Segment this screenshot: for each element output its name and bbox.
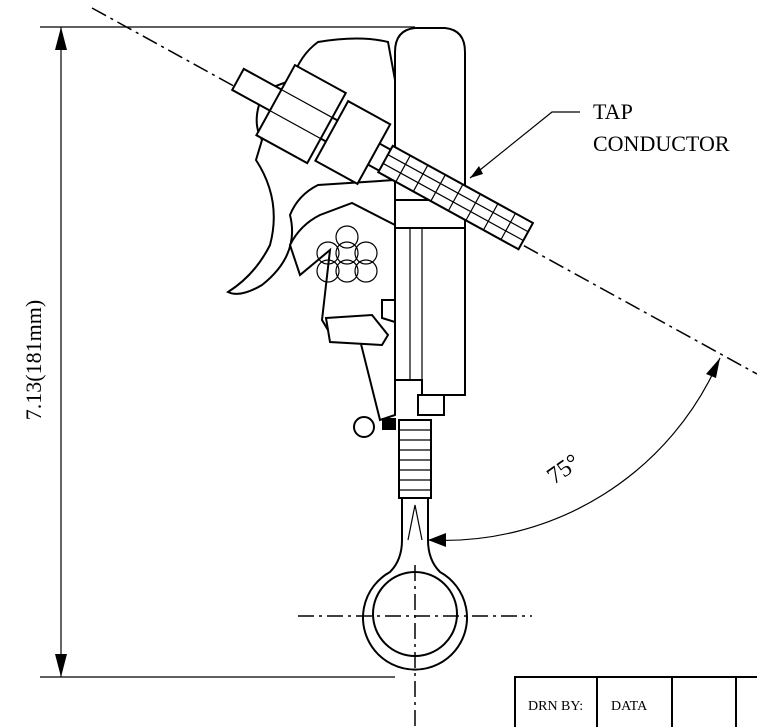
tap-conductor	[376, 144, 535, 251]
height-dimension	[40, 26, 415, 678]
drawn-by-label: DRN BY:	[528, 699, 583, 714]
eye-hook	[362, 497, 468, 671]
lower-jaw	[288, 201, 396, 438]
clamp-body	[394, 27, 466, 416]
drawn-by-value: DATA	[611, 699, 648, 714]
title-block	[514, 676, 757, 727]
callout-tap: TAP	[593, 99, 633, 124]
callout-leader	[469, 111, 580, 179]
threaded-stud	[398, 419, 432, 499]
callout-conductor: CONDUCTOR	[593, 131, 730, 156]
angle-dimension	[427, 357, 721, 547]
angle-label: 75°	[543, 449, 585, 490]
height-dimension-label: 7.13(181mm)	[21, 300, 46, 420]
main-conductor	[316, 225, 378, 283]
